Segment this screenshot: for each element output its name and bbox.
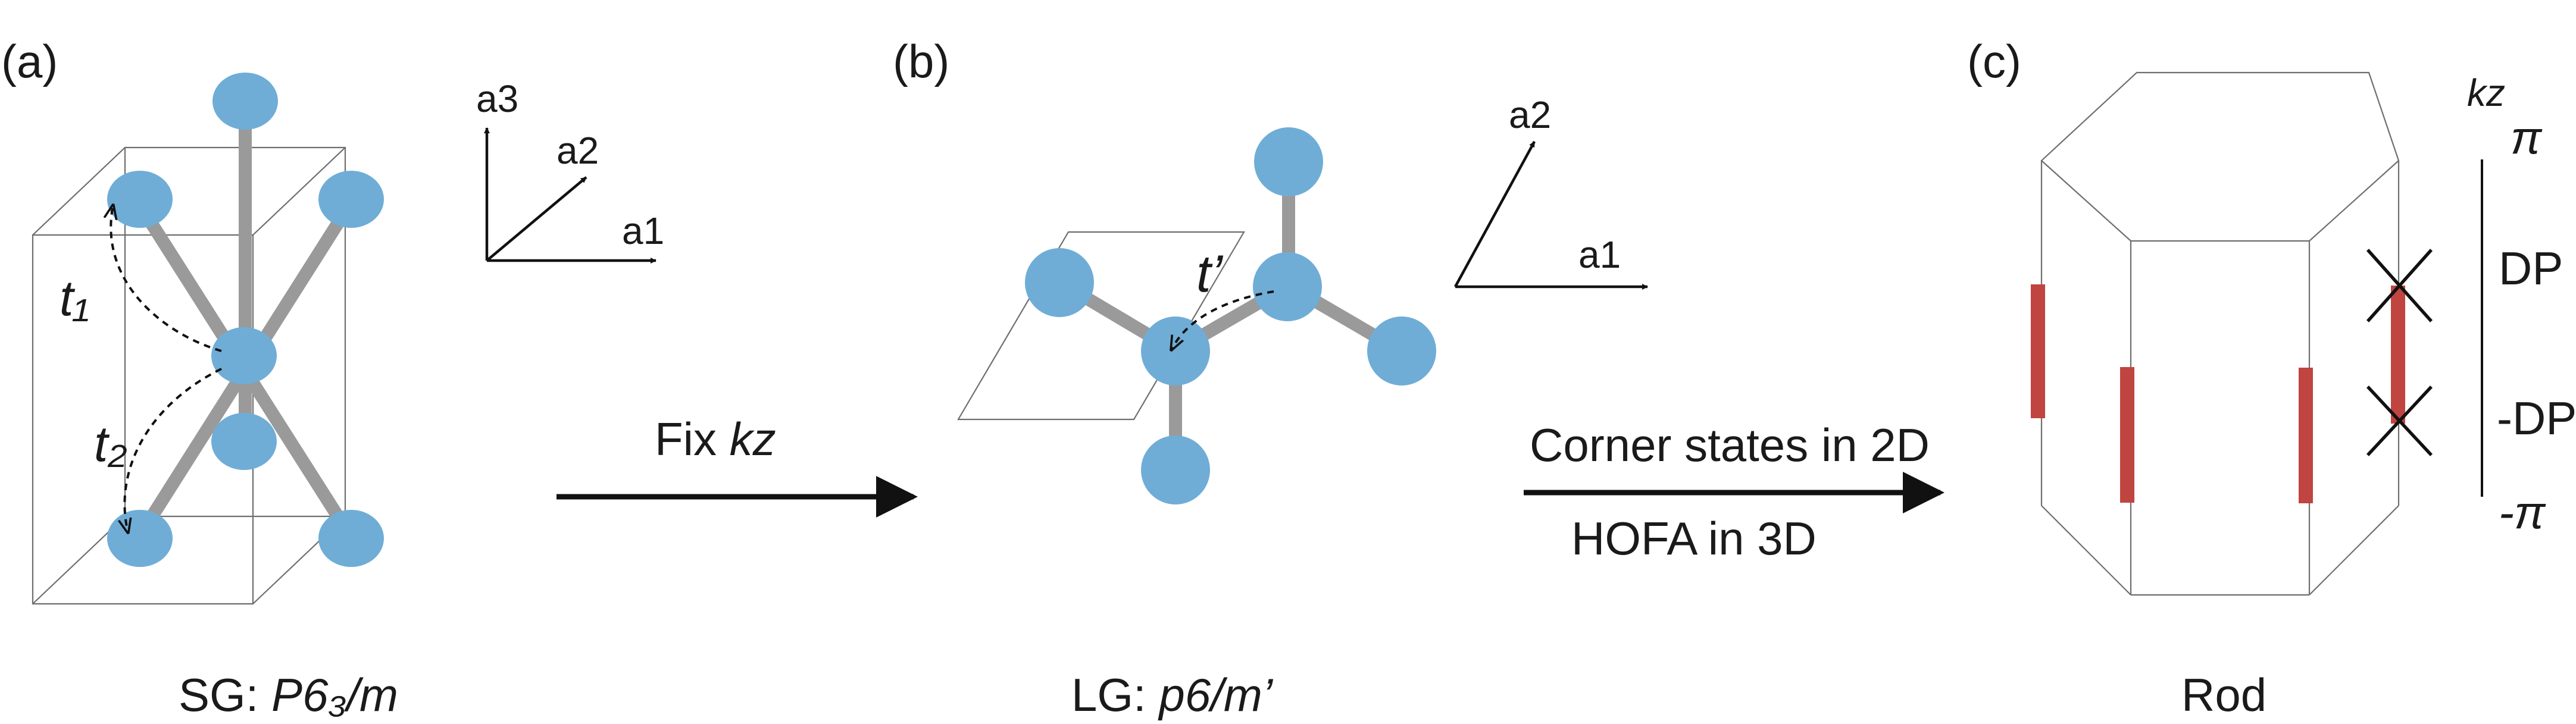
atom	[1025, 248, 1094, 317]
hop-t1-label: t₁	[60, 270, 89, 326]
arrow-corner-line1: Corner states in 2D	[1530, 419, 1930, 471]
atoms-a	[107, 73, 384, 567]
atom	[318, 510, 384, 567]
panel-c: (c) kz π DP -DP -π Rod	[1967, 35, 2576, 721]
arrow-fix-kz: Fix kz	[557, 413, 918, 518]
unit-cell-box	[32, 146, 346, 605]
dirac-crossings	[2366, 249, 2433, 456]
bonds-a	[132, 104, 357, 542]
hop-t1-path	[111, 205, 222, 352]
kz-tick-dp: DP	[2499, 242, 2563, 294]
hop-t-prime-path	[1171, 290, 1274, 350]
hop-t2-path	[124, 368, 222, 532]
kz-tick-minus-pi: -π	[2499, 486, 2546, 538]
axis-a3-label: a3	[476, 77, 518, 120]
hop-t2-label: t₂	[94, 416, 127, 472]
atom	[1253, 252, 1322, 321]
arrow-fix-kz-label: Fix kz	[655, 413, 776, 465]
axis-a1-label: a1	[622, 209, 664, 252]
panel-c-label: (c)	[1967, 35, 2021, 87]
panel-b-label: (b)	[893, 35, 949, 87]
atom	[107, 171, 173, 228]
axes-b: a2 a1	[1454, 93, 1648, 290]
atom	[1141, 316, 1210, 385]
hinge-state-bar	[2120, 367, 2134, 503]
axis-a2-label: a2	[557, 129, 599, 172]
panel-a-label: (a)	[1, 35, 58, 87]
axes-a: a3 a2 a1	[476, 77, 664, 264]
caption-c: Rod	[2181, 669, 2266, 721]
hinge-state-bar	[2391, 286, 2405, 424]
hexagonal-rod	[2040, 71, 2400, 596]
atom	[1254, 127, 1323, 196]
kz-tick-pi: π	[2511, 111, 2543, 164]
atoms-b	[1025, 127, 1436, 504]
atom	[107, 510, 173, 567]
hop-t-prime-label: t’	[1196, 244, 1223, 303]
arrow-corner-states: Corner states in 2D HOFA in 3D	[1524, 419, 1944, 565]
kz-label: kz	[2467, 71, 2505, 114]
atom	[211, 327, 277, 384]
atom	[1141, 435, 1210, 504]
hinge-states	[2031, 284, 2405, 503]
caption-a: SG: P6₃/m	[179, 669, 398, 721]
axis-b-a2-label: a2	[1509, 93, 1551, 136]
axis-b-a1-label: a1	[1578, 233, 1621, 276]
kz-tick-minus-dp: -DP	[2497, 392, 2576, 444]
hinge-state-bar	[2299, 368, 2313, 503]
unit-cell-rhombus	[957, 231, 1245, 421]
atom	[1367, 316, 1436, 385]
panel-a: (a) t₁ t₂	[1, 35, 664, 721]
panel-b: (b) t’ a2 a1 LG: p6/m’	[893, 35, 1648, 721]
arrow-corner-line2: HOFA in 3D	[1571, 512, 1817, 565]
atom	[211, 413, 277, 470]
atom	[318, 171, 384, 228]
atom	[212, 73, 278, 130]
caption-b: LG: p6/m’	[1071, 669, 1274, 721]
hinge-state-bar	[2031, 284, 2045, 418]
